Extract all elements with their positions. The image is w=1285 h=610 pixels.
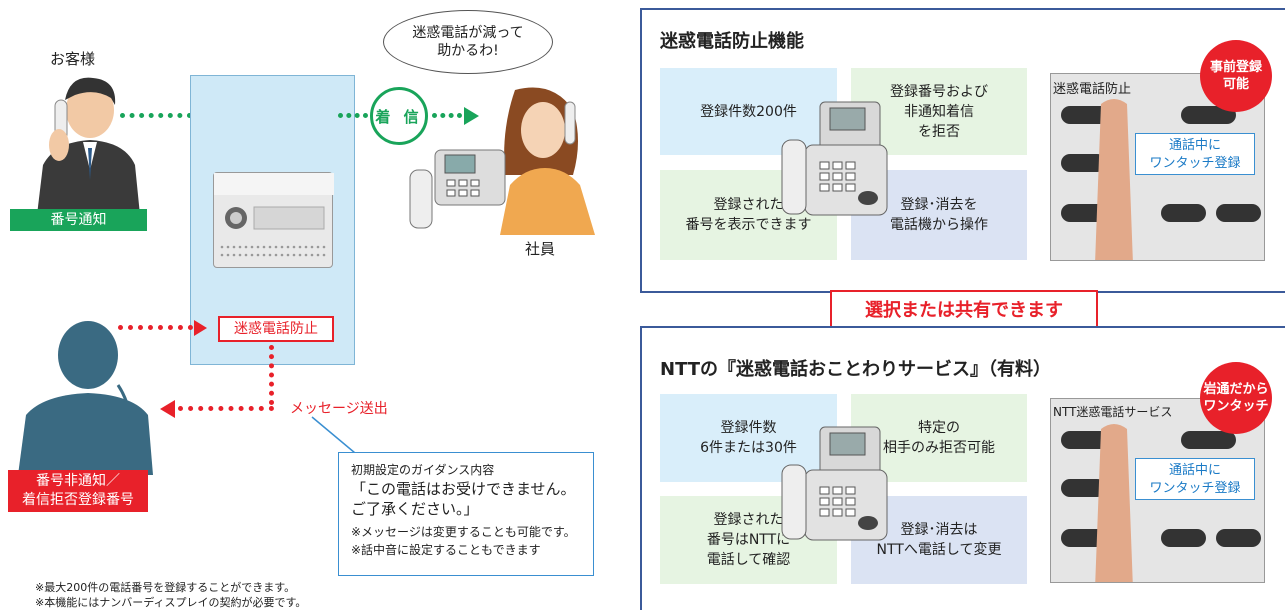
- key: [1161, 204, 1206, 222]
- footnotes: ※最大200件の電話番号を登録することができます。 ※本機能にはナンバーディスプ…: [35, 580, 306, 610]
- callout-line: ワンタッチ登録: [1149, 156, 1241, 171]
- callout-line: 通話中に: [1168, 463, 1221, 478]
- guidance-note: ※話中音に設定することもできます: [351, 543, 541, 557]
- employee-illustration: [409, 87, 595, 235]
- finger-icon: [1095, 99, 1133, 260]
- dotted-line: [120, 113, 192, 118]
- customer-label: お客様: [50, 50, 96, 68]
- message-sent-label: メッセージ送出: [290, 401, 388, 417]
- dotted-line: [432, 113, 462, 118]
- dotted-line: [269, 345, 274, 405]
- cell-line: 電話して確認: [706, 552, 791, 568]
- callout-line: ワンタッチ登録: [1149, 481, 1241, 496]
- speech-bubble: 迷惑電話が減って助かるわ!: [383, 10, 553, 74]
- key: [1061, 479, 1106, 497]
- callout-line: 通話中に: [1168, 138, 1221, 153]
- phone-icon: [781, 426, 888, 541]
- key: [1061, 106, 1111, 124]
- guidance-heading: 初期設定のガイダンス内容: [351, 463, 495, 477]
- cell-line: 特定の: [918, 420, 960, 436]
- cell-line: 番号はNTTに: [706, 532, 791, 548]
- cell-line: 登録件数: [720, 420, 777, 436]
- cell-line: 番号を表示できます: [685, 217, 812, 233]
- badge-line: ワンタッチ: [1203, 399, 1269, 414]
- incoming-call-badge: 着 信: [370, 87, 428, 145]
- cell-line: 相手のみ拒否可能: [883, 440, 995, 456]
- phone-icon: [781, 101, 888, 216]
- cell-line: 登録された: [713, 512, 784, 528]
- caller-id-tag: 番号通知: [10, 209, 147, 231]
- feature-cell: 登録件数 6件または30件: [660, 394, 837, 482]
- key: [1181, 431, 1236, 449]
- speech-line: 助かるわ!: [437, 43, 499, 59]
- cell-line: NTTへ電話して変更: [876, 542, 1002, 558]
- badge-line: 岩通だから: [1203, 382, 1269, 397]
- key: [1216, 529, 1261, 547]
- preregister-badge: 事前登録可能: [1200, 40, 1272, 112]
- finger-icon: [1095, 424, 1133, 582]
- anonymous-caller-illustration: [18, 321, 153, 475]
- iwatsu-badge: 岩通だからワンタッチ: [1200, 362, 1272, 434]
- key: [1061, 154, 1106, 172]
- guidance-message-line: 「この電話はお受けできません。: [351, 480, 576, 498]
- cell-line: 登録された: [713, 197, 784, 213]
- arrow-icon: [194, 320, 207, 336]
- pbx-unit: [213, 172, 334, 268]
- dotted-line: [338, 113, 368, 118]
- customer-illustration: [37, 77, 140, 215]
- anonymous-tag: 番号非通知／ 着信拒否登録番号: [8, 470, 148, 512]
- footnote: ※最大200件の電話番号を登録することができます。: [35, 581, 296, 594]
- callout-pointer: [311, 416, 385, 454]
- key: [1161, 529, 1206, 547]
- footnote: ※本機能にはナンバーディスプレイの契約が必要です。: [35, 596, 307, 609]
- cell-line: 登録件数200件: [700, 103, 797, 120]
- badge-line: 可能: [1222, 77, 1249, 92]
- cell-line: 登録･消去を: [900, 197, 978, 213]
- cell-line: 非通知着信: [904, 103, 974, 120]
- guidance-message-line: ご了承ください。」: [351, 500, 479, 518]
- key: [1181, 106, 1236, 124]
- key: [1061, 431, 1111, 449]
- guidance-box: 初期設定のガイダンス内容 「この電話はお受けできません。 ご了承ください。」 ※…: [338, 452, 594, 576]
- cell-line: を拒否: [918, 123, 960, 140]
- cell-line: 登録･消去は: [900, 522, 978, 538]
- dotted-line: [118, 325, 193, 330]
- key: [1216, 204, 1261, 222]
- callout-box: 通話中に ワンタッチ登録: [1135, 458, 1255, 500]
- share-label: 選択または共有できます: [830, 290, 1098, 332]
- cell-line: 電話機から操作: [890, 217, 988, 233]
- anonymous-tag-line: 着信拒否登録番号: [22, 492, 134, 508]
- panel-title: 迷惑電話防止機能: [660, 31, 804, 52]
- panel-title: NTTの『迷惑電話おことわりサービス』（有料）: [660, 359, 1052, 380]
- speech-line: 迷惑電話が減って: [412, 25, 524, 41]
- cell-line: 6件または30件: [700, 440, 797, 456]
- arrow-icon: [464, 107, 479, 125]
- arrow-icon: [160, 400, 175, 418]
- employee-label: 社員: [525, 240, 556, 258]
- pbx-icon: [214, 173, 334, 257]
- dotted-line: [178, 406, 274, 411]
- feature-cell: 登録件数200件: [660, 68, 837, 155]
- callout-box: 通話中に ワンタッチ登録: [1135, 133, 1255, 175]
- anonymous-tag-line: 番号非通知／: [36, 473, 120, 489]
- guidance-note: ※メッセージは変更することも可能です。: [351, 525, 576, 539]
- badge-line: 事前登録: [1209, 60, 1262, 75]
- photo-label: 迷惑電話防止: [1053, 82, 1132, 97]
- cell-line: 登録番号および: [890, 83, 988, 100]
- block-label: 迷惑電話防止: [218, 316, 334, 342]
- photo-label: NTT迷惑電話サービス: [1053, 405, 1173, 419]
